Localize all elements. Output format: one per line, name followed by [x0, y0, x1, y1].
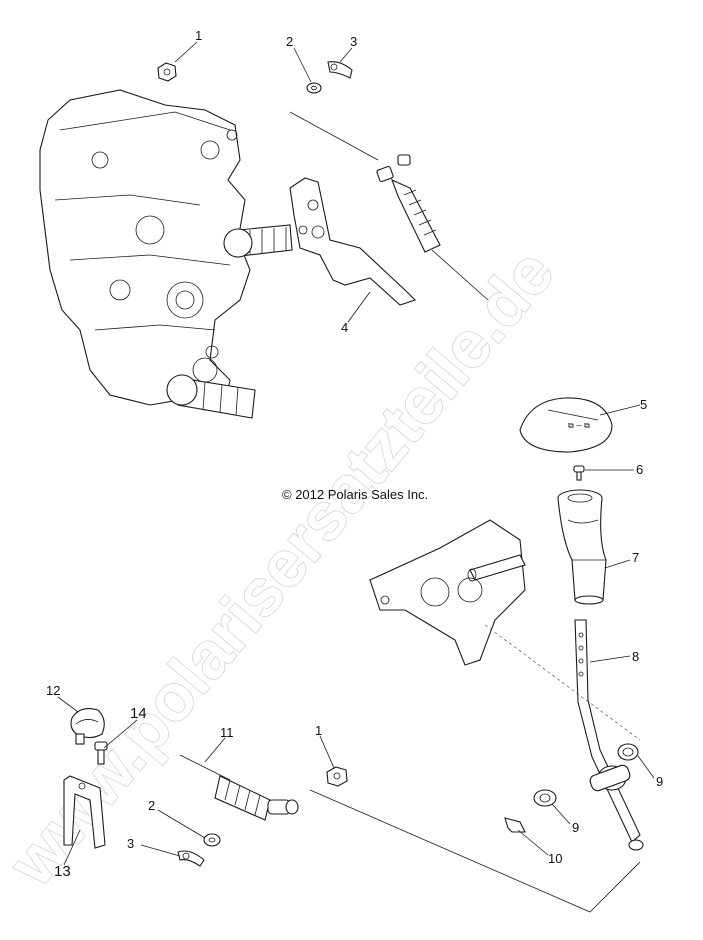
bracket-lower [369, 519, 526, 666]
part-4-bracket [289, 177, 417, 306]
callout-11: 11 [220, 725, 234, 740]
leader-lines [57, 41, 655, 866]
part-3-clip-top [327, 61, 353, 79]
callout-2-top: 2 [286, 34, 293, 49]
reference-line-bottom [309, 789, 641, 913]
part-13-bracket [63, 775, 106, 849]
part-2-washer-bottom [203, 833, 221, 847]
part-10-clip [504, 817, 526, 833]
part-1-nut-top [157, 62, 177, 82]
callout-5: 5 [640, 397, 647, 412]
part-2-washer-top [306, 82, 322, 94]
part-12-clamp [70, 708, 105, 745]
part-5-shift-knob-cap: ⧉ ⚊ ⧉ [519, 397, 613, 453]
part-1-nut-bottom [326, 766, 348, 787]
callout-6: 6 [636, 462, 643, 477]
callout-4: 4 [341, 320, 348, 335]
callout-12: 12 [46, 683, 60, 698]
part-7-shift-knob-body [557, 489, 607, 605]
svg-text:⧉ ⚊ ⧉: ⧉ ⚊ ⧉ [568, 421, 590, 430]
callout-9-right: 9 [656, 774, 663, 789]
shift-cable-top [289, 111, 489, 301]
callout-7: 7 [632, 550, 639, 565]
callout-2-bottom: 2 [148, 798, 155, 813]
callout-labels: 1 2 3 4 5 6 7 8 9 9 10 11 12 13 14 1 2 3 [46, 28, 663, 880]
part-6-screw [573, 465, 585, 481]
part-3-clip-bottom [177, 850, 205, 867]
callout-10: 10 [548, 851, 562, 866]
callout-3-top: 3 [350, 34, 357, 49]
callout-9-lower: 9 [572, 820, 579, 835]
part-9-bushing-lower [533, 789, 557, 807]
part-8-shift-lever [484, 619, 644, 851]
callout-1-bottom: 1 [315, 723, 322, 738]
copyright-text: © 2012 Polaris Sales Inc. [282, 487, 428, 502]
callout-3-bottom: 3 [127, 836, 134, 851]
part-11-shift-cable [179, 754, 299, 821]
transmission-gearcase [39, 89, 293, 419]
callout-14: 14 [130, 705, 147, 722]
callout-13: 13 [54, 863, 71, 880]
callout-1-top: 1 [195, 28, 202, 43]
callout-8: 8 [632, 649, 639, 664]
part-9-bushing-right [617, 743, 639, 761]
